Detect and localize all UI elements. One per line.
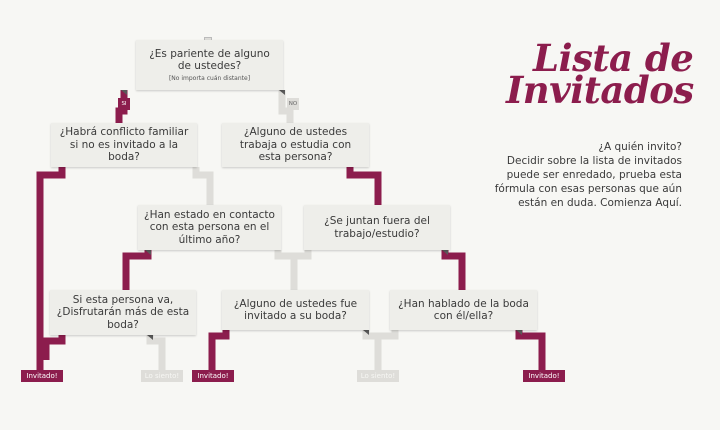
answer-invitado: Invitado! [192, 370, 234, 382]
question-q7-text: ¿Alguno de ustedes fue invitado a su bod… [233, 297, 358, 323]
question-q6-text: Si esta persona va, ¿Disfrutarán más de … [56, 293, 190, 331]
connector-q5-no [294, 250, 312, 260]
question-q7: ¿Alguno de ustedes fue invitado a su bod… [222, 290, 369, 330]
connector-q7-yes [208, 330, 230, 370]
answer-lo-siento: Lo siento! [141, 370, 183, 382]
connector-q2-yes [36, 167, 66, 370]
connector-q7-no [362, 330, 382, 370]
question-q3: ¿Alguno de ustedes trabaja o estudia con… [222, 123, 369, 167]
connector-q1-no [278, 90, 294, 123]
intro-text: Decidir sobre la lista de invitados pued… [494, 155, 682, 209]
connector-q8-no [378, 330, 399, 340]
connector-q8-yes [515, 330, 546, 370]
connector-q4-no [274, 250, 298, 290]
question-q2-text: ¿Habrá conflicto familiar si no es invit… [59, 126, 189, 164]
title-line-1: Lista de [533, 36, 694, 80]
title-line-2: Invitados [506, 68, 694, 112]
question-q8: ¿Han hablado de la boda con él/ella? [390, 290, 537, 330]
question-q1: ¿Es pariente de alguno de ustedes? [No i… [136, 40, 283, 90]
connector-q6-yes [42, 335, 66, 360]
question-q5: ¿Se juntan fuera del trabajo/estudio? [304, 205, 450, 250]
connector-q4-yes [122, 250, 152, 290]
answer-invitado: Invitado! [523, 370, 565, 382]
connector-q6-no [146, 335, 166, 370]
question-q4: ¿Han estado en contacto con esta persona… [138, 205, 281, 250]
intro-question: ¿A quién invito? [598, 141, 682, 153]
question-q1-text: ¿Es pariente de alguno de ustedes? [149, 47, 270, 73]
answer-invitado: Invitado! [21, 370, 63, 382]
branch-label-no: NO [287, 98, 299, 110]
connector-q5-yes [441, 250, 466, 290]
question-q8-text: ¿Han hablado de la boda con él/ella? [398, 297, 529, 323]
question-q3-text: ¿Alguno de ustedes trabaja o estudia con… [239, 126, 352, 164]
question-q6: Si esta persona va, ¿Disfrutarán más de … [50, 290, 196, 335]
intro-block: ¿A quién invito? Decidir sobre la lista … [480, 140, 682, 210]
question-q2: ¿Habrá conflicto familiar si no es invit… [51, 123, 197, 167]
question-q4-text: ¿Han estado en contacto con esta persona… [144, 208, 275, 246]
connector-q3-yes [346, 167, 382, 205]
branch-label-yes: SI [118, 98, 130, 110]
question-q5-text: ¿Se juntan fuera del trabajo/estudio? [324, 215, 430, 240]
question-q1-note: [No importa cuán distante] [168, 74, 251, 82]
connector-q2-no [192, 167, 214, 205]
answer-lo-siento: Lo siento! [357, 370, 399, 382]
